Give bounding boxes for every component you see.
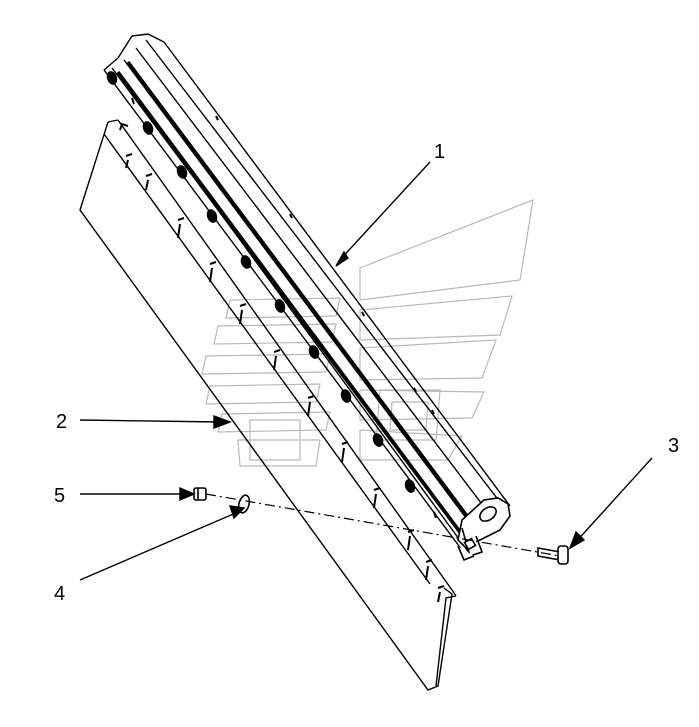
- leader-1: [335, 161, 431, 267]
- callout-3-label: 3: [668, 435, 679, 457]
- leader-lines: [79, 161, 653, 581]
- callout-2-label: 2: [56, 411, 67, 433]
- rail-detail-marks: [131, 97, 437, 519]
- holder-rail-edge-line: [116, 60, 484, 550]
- callout-5-label: 5: [54, 485, 65, 507]
- callout-1-label: 1: [434, 141, 445, 163]
- wiper-strip-part: [79, 119, 457, 691]
- bolt-part: [537, 545, 569, 565]
- leader-2: [79, 414, 232, 430]
- rail-holes: [106, 71, 416, 493]
- strip-fastener-studs: [119, 122, 445, 603]
- leader-5: [80, 486, 196, 502]
- nut-part: [193, 487, 207, 501]
- callout-4-label: 4: [54, 583, 65, 605]
- leader-3: [568, 457, 653, 550]
- holder-rail-part: [103, 33, 511, 555]
- brand-logo-watermark-icon: [201, 199, 534, 467]
- leader-4: [79, 505, 246, 581]
- rail-end-profile: [457, 497, 511, 562]
